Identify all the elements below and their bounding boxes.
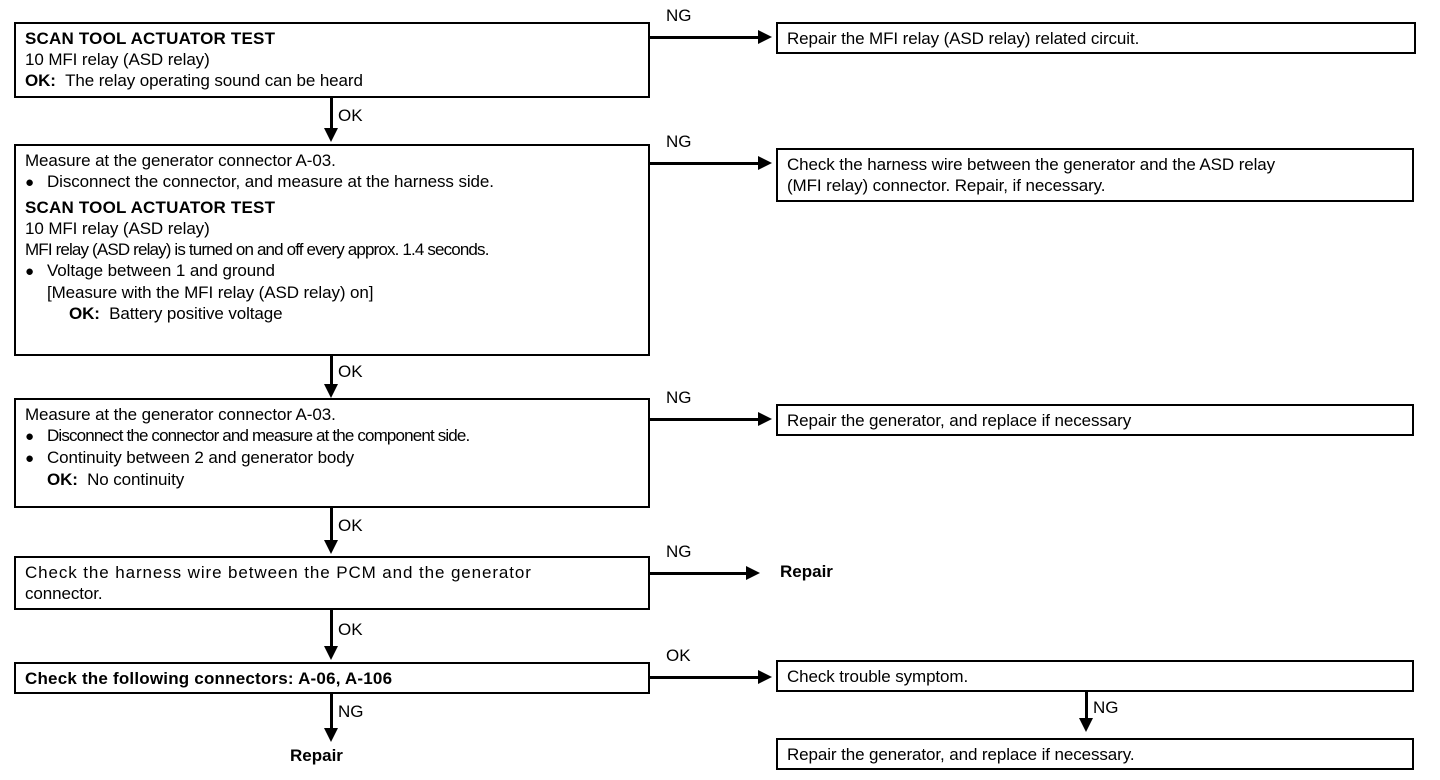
step-3-bullet-2: ● Continuity between 2 and generator bod… (25, 447, 640, 469)
arrow-ng-2 (758, 156, 772, 170)
step-3-line-3: Continuity between 2 and generator body (47, 448, 355, 467)
step-3-line-4: OK: No continuity (25, 469, 640, 490)
ok-label: OK: (69, 304, 100, 323)
connector-ng-4 (650, 572, 748, 575)
result-box-3: Repair the generator, and replace if nec… (776, 404, 1414, 436)
step-3-line-2: Disconnect the connector and measure at … (47, 426, 470, 445)
step-5-line-1: Check the following connectors: A-06, A-… (25, 669, 393, 688)
bullet-icon: ● (25, 450, 35, 467)
arrow-ok-1 (324, 128, 338, 142)
edge-label-ng-3: NG (666, 388, 692, 407)
bullet-icon: ● (25, 428, 35, 445)
edge-label-ng-2: NG (666, 132, 692, 151)
step-2-line-7: [Measure with the MFI relay (ASD relay) … (47, 283, 374, 302)
step-3-line-1: Measure at the generator connector A-03. (25, 405, 336, 424)
ok-criteria: The relay operating sound can be heard (65, 71, 363, 90)
step-box-5: Check the following connectors: A-06, A-… (14, 662, 650, 694)
ok-label: OK: (25, 71, 56, 90)
terminal-repair-right: Repair (780, 562, 833, 581)
step-2-line-2: Disconnect the connector, and measure at… (47, 172, 494, 191)
step-box-1: SCAN TOOL ACTUATOR TEST 10 MFI relay (AS… (14, 22, 650, 98)
step-4-line-1: Check the harness wire between the PCM a… (25, 562, 640, 583)
connector-ng-2 (650, 162, 760, 165)
edge-label-ok-1: OK (338, 106, 363, 125)
step-2-line-6: Voltage between 1 and ground (47, 261, 275, 280)
step-2-line-4: 10 MFI relay (ASD relay) (25, 219, 210, 238)
arrow-ng-4 (746, 566, 760, 580)
result-box-1: Repair the MFI relay (ASD relay) related… (776, 22, 1416, 54)
ok-criteria: Battery positive voltage (109, 304, 283, 323)
edge-label-ng-1: NG (666, 6, 692, 25)
edge-label-ng-5: NG (338, 702, 364, 721)
result-box-2: Check the harness wire between the gener… (776, 148, 1414, 202)
connector-ng-5 (330, 694, 333, 730)
edge-label-ok-5: OK (666, 646, 691, 665)
connector-ng-1 (650, 36, 760, 39)
result-1-line-1: Repair the MFI relay (ASD relay) related… (787, 29, 1140, 48)
ok-label: OK: (47, 470, 78, 489)
step-2-bullet-1: ● Disconnect the connector, and measure … (25, 171, 640, 193)
arrow-ok-2 (324, 384, 338, 398)
result-box-4: Check trouble symptom. (776, 660, 1414, 692)
result-2-line-2: (MFI relay) connector. Repair, if necess… (787, 176, 1106, 195)
step-1-line-1: SCAN TOOL ACTUATOR TEST (25, 29, 276, 48)
result-box-5: Repair the generator, and replace if nec… (776, 738, 1414, 770)
step-box-3: Measure at the generator connector A-03.… (14, 398, 650, 508)
edge-label-ok-2: OK (338, 362, 363, 381)
connector-ok-5 (650, 676, 760, 679)
step-2-line-5: MFI relay (ASD relay) is turned on and o… (25, 240, 489, 259)
arrow-ng-3 (758, 412, 772, 426)
result-3-line-1: Repair the generator, and replace if nec… (787, 411, 1132, 430)
step-1-line-2: 10 MFI relay (ASD relay) (25, 50, 210, 69)
step-2-line-3: SCAN TOOL ACTUATOR TEST (25, 198, 276, 217)
bullet-icon: ● (25, 174, 35, 191)
arrow-ng-6 (1079, 718, 1093, 732)
connector-ng-6 (1085, 692, 1088, 720)
connector-ok-2 (330, 356, 333, 386)
step-1-line-3: OK: The relay operating sound can be hea… (25, 70, 640, 91)
ok-criteria: No continuity (87, 470, 185, 489)
edge-label-ok-3: OK (338, 516, 363, 535)
step-box-2: Measure at the generator connector A-03.… (14, 144, 650, 356)
edge-label-ok-4: OK (338, 620, 363, 639)
connector-ok-1 (330, 98, 333, 130)
connector-ng-3 (650, 418, 760, 421)
arrow-ok-4 (324, 646, 338, 660)
result-2-line-1: Check the harness wire between the gener… (787, 155, 1276, 174)
result-5-line-1: Repair the generator, and replace if nec… (787, 745, 1135, 764)
connector-ok-4 (330, 610, 333, 648)
edge-label-ng-4: NG (666, 542, 692, 561)
step-2-line-1: Measure at the generator connector A-03. (25, 151, 336, 170)
result-4-line-1: Check trouble symptom. (787, 667, 969, 686)
bullet-icon: ● (25, 263, 35, 280)
connector-ok-3 (330, 508, 333, 542)
step-4-line-2: connector. (25, 584, 103, 603)
step-4-text-1: Check the harness wire between the PCM a… (25, 563, 532, 582)
arrow-ng-5 (324, 728, 338, 742)
edge-label-ng-6: NG (1093, 698, 1119, 717)
step-2-bullet-2: ● Voltage between 1 and ground (25, 260, 640, 282)
terminal-repair-bottom: Repair (290, 746, 343, 765)
step-box-4: Check the harness wire between the PCM a… (14, 556, 650, 610)
step-2-line-8: OK: Battery positive voltage (25, 303, 640, 324)
step-3-bullet-1: ● Disconnect the connector and measure a… (25, 425, 640, 447)
arrow-ok-5 (758, 670, 772, 684)
arrow-ng-1 (758, 30, 772, 44)
arrow-ok-3 (324, 540, 338, 554)
